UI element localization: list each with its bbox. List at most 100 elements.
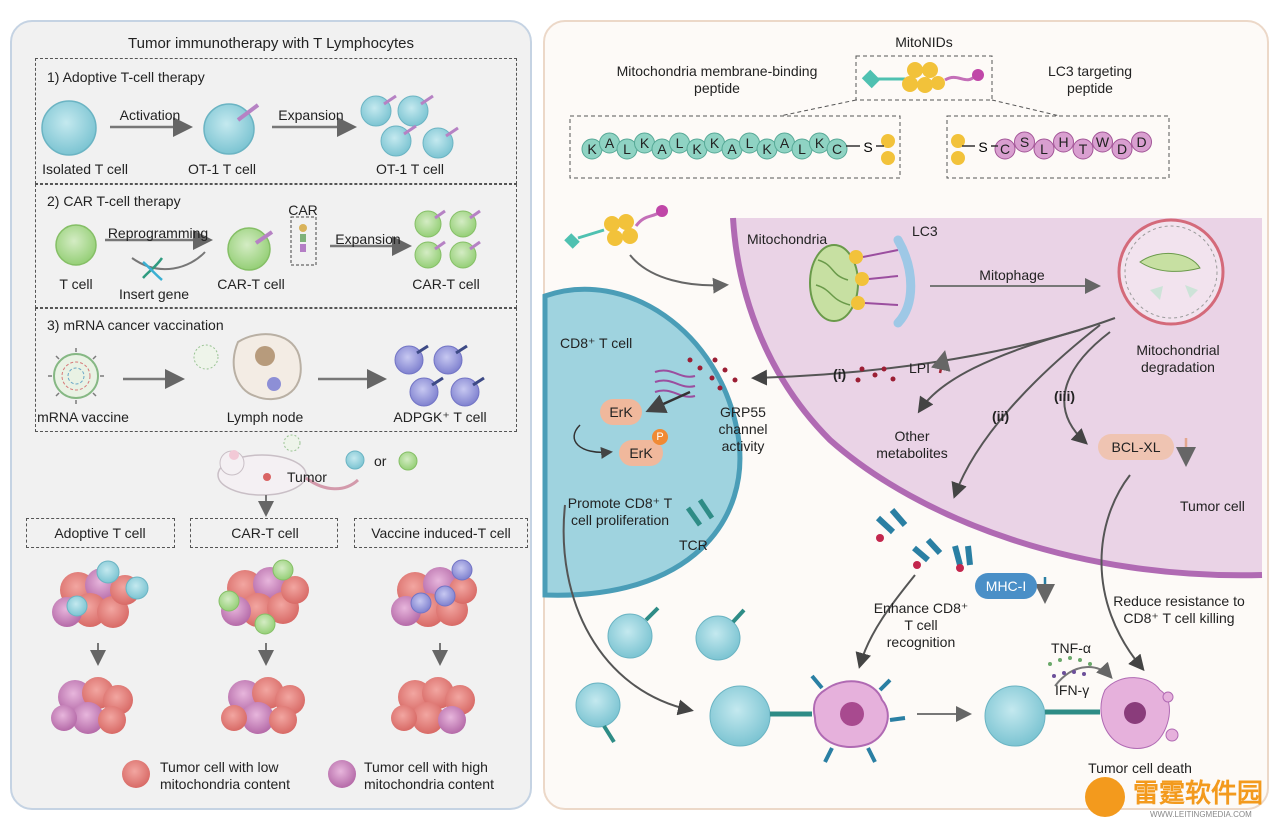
tumor-cluster-cart: [218, 559, 309, 635]
tcr-icon: [685, 498, 715, 527]
group-box-cart: [190, 518, 338, 548]
nanoparticle-icon: [564, 205, 668, 249]
isolated-t-cell-label: Isolated T cell: [42, 161, 128, 177]
lc3-peptide-bead: [1111, 138, 1133, 160]
mitophage-label: Mitophage: [979, 267, 1045, 283]
dna-icon: [142, 257, 164, 281]
lc3-peptide-label: LC3 targeting peptide: [1047, 63, 1133, 96]
lc3-peptide-bead: [1014, 131, 1035, 153]
pathway-i-label: (i): [833, 366, 847, 382]
car-box: [35, 184, 517, 308]
lc3-peptide-bead: [1092, 131, 1113, 153]
tumor-cluster-adoptive: [52, 560, 149, 628]
group-box-vaccine: [354, 518, 528, 548]
membrane-peptide-residue: K: [815, 135, 825, 151]
car-label: CAR: [288, 202, 318, 218]
mitonids-nanoparticle-icon: [861, 62, 984, 93]
membrane-peptide-residue: L: [623, 141, 631, 157]
tumor-cell-region: [733, 218, 1262, 576]
lymph-node-label: Lymph node: [226, 409, 304, 425]
t-cell-recognition-icon: [709, 674, 906, 763]
membrane-peptide-residue: A: [727, 141, 737, 157]
membrane-peptide-residue: A: [657, 141, 667, 157]
car-t-expanded-label: CAR-T cell: [412, 276, 480, 292]
dying-tumor-cell-icon: [1100, 677, 1179, 749]
lc3-membrane-icon: [893, 235, 916, 328]
membrane-peptide-residue: L: [798, 141, 806, 157]
tumor-cell-death-label: Tumor cell death: [1088, 760, 1192, 776]
lc3-peptide-residue: D: [1136, 134, 1146, 150]
mitochondrial-degradation-label: Mitochondrial degradation: [1136, 342, 1220, 375]
adoptive-heading: 1) Adoptive T-cell therapy: [47, 69, 205, 85]
membrane-peptide-residue: L: [746, 135, 754, 151]
mrna-vaccine-icon: [48, 348, 104, 404]
cd8-t-cell-label: CD8⁺ T cell: [560, 335, 633, 351]
mrna-heading: 3) mRNA cancer vaccination: [47, 317, 224, 333]
mitochondria-label: Mitochondria: [747, 231, 828, 247]
isolated-t-cell-icon: [41, 100, 97, 156]
membrane-peptide-residue: K: [640, 135, 650, 151]
peptide-anchor-left-icon: [881, 134, 895, 165]
adpgk-t-cells-icon: [394, 344, 485, 407]
membrane-peptide-bead: [826, 138, 848, 160]
expansion-label-1: Expansion: [278, 107, 344, 123]
expansion-label-2: Expansion: [335, 231, 401, 247]
mhc-receptors-icon: [875, 508, 973, 566]
lpi-dots: [687, 357, 896, 391]
lc3-peptide-bead: [1033, 138, 1055, 160]
lc3-peptide-bead: [994, 138, 1016, 160]
enhance-recognition-label: Enhance CD8⁺ T cell recognition: [873, 600, 969, 650]
legend-low-icon: [122, 760, 150, 788]
group-label-adoptive: Adoptive T cell: [54, 525, 146, 541]
membrane-peptide-residue: A: [780, 135, 790, 151]
car-t-cell-label: CAR-T cell: [217, 276, 285, 292]
watermark-logo-icon: [1085, 777, 1125, 817]
legend-low-label: Tumor cell with low mitochondria content: [160, 759, 290, 792]
gpr55-label: GRP55 channel activity: [718, 404, 768, 454]
lc3-peptide-bead: [1053, 131, 1074, 153]
watermark-text: 雷霆软件园: [1133, 778, 1264, 808]
ot1-expanded-label: OT-1 T cell: [376, 161, 444, 177]
tumor-result-adoptive: [51, 677, 133, 734]
reprogramming-label: Reprogramming: [107, 225, 209, 241]
ifn-label: IFN-γ: [1055, 682, 1090, 698]
tumor-cell-membrane: [730, 217, 1263, 579]
adpgk-label: ADPGK⁺ T cell: [393, 409, 487, 425]
activation-label: Activation: [119, 107, 181, 123]
mitochondria-icon: [809, 244, 899, 322]
expanded-car-t-cells-icon: [414, 209, 481, 269]
other-metabolites-label: Other metabolites: [876, 428, 948, 461]
lc3-peptide-residue: W: [1096, 134, 1110, 150]
adoptive-box: [35, 58, 517, 184]
membrane-peptide-sulfur-label: S: [863, 139, 872, 155]
mitochondrial-degradation-icon: [1117, 218, 1225, 326]
pathway-ii-label: (ii): [992, 408, 1010, 424]
erk-badge: ErK: [600, 399, 642, 425]
membrane-peptide-residue: L: [676, 135, 684, 151]
lc3-peptide-residue: H: [1058, 134, 1068, 150]
tumor-label: Tumor: [287, 469, 327, 485]
left-panel-title: Tumor immunotherapy with T Lymphocytes: [128, 35, 414, 52]
lc3-peptide-residue: S: [1020, 134, 1029, 150]
lc3-peptide-residue: L: [1040, 141, 1048, 157]
promote-proliferation-label: Promote CD8⁺ T cell proliferation: [567, 495, 673, 528]
car-section: [55, 209, 481, 281]
expanded-ot1-cells-icon: [360, 94, 459, 159]
lc3-peptide-bead: [1072, 138, 1094, 160]
legend-high-icon: [328, 760, 356, 788]
peptide-anchor-right-icon: [951, 134, 965, 165]
membrane-peptide-residue: K: [710, 135, 720, 151]
t-cell-green-icon: [55, 224, 97, 266]
lc3-peptide-bead: [1131, 131, 1152, 153]
membrane-peptide-residue: K: [587, 141, 597, 157]
erk-p-badge: ErK: [619, 440, 663, 466]
tcr-label: TCR: [679, 537, 708, 553]
mrna-section: [48, 333, 485, 407]
mouse-icon: [217, 434, 418, 496]
lymph-node-icon: [193, 333, 302, 401]
group-box-adoptive: [26, 518, 175, 548]
adoptive-section: [41, 94, 459, 159]
gpr55-receptor-icon: [654, 369, 696, 398]
